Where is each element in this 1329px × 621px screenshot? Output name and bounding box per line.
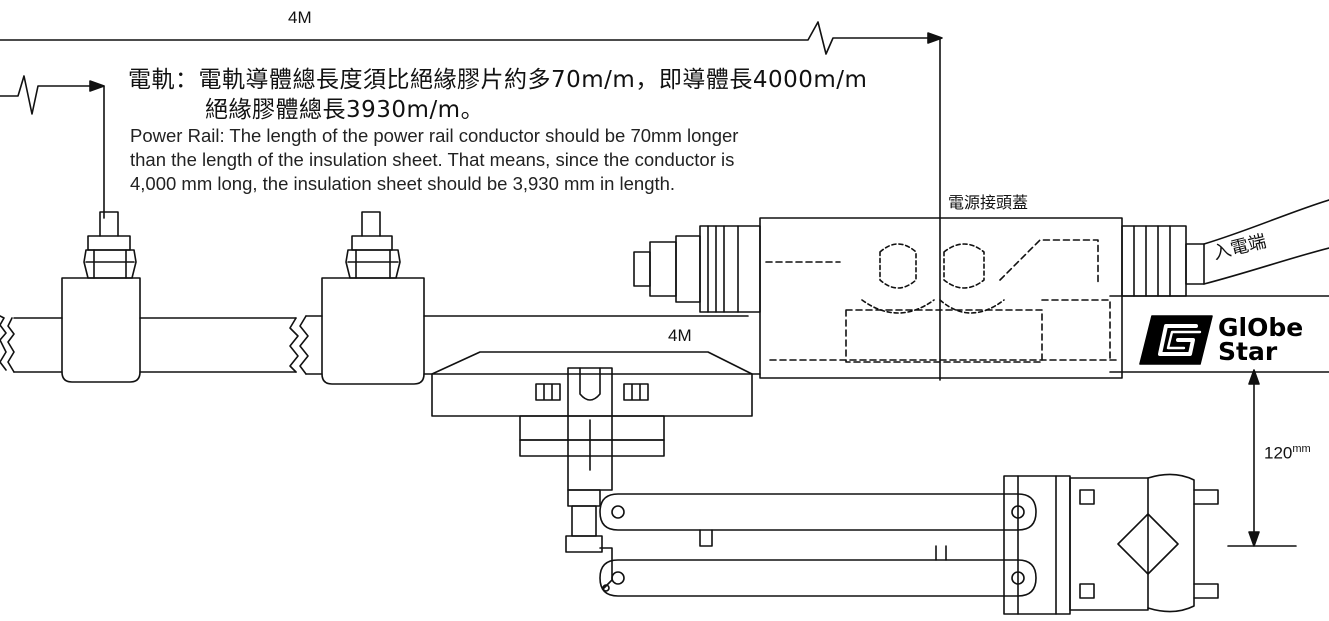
height-label: 120mm bbox=[1264, 443, 1311, 464]
rail-body bbox=[0, 295, 1329, 375]
note-cn-line1: 電軌：電軌導體總長度須比絕緣膠片約多70m/m，即導體長4000m/m bbox=[128, 67, 868, 93]
logo-line2: Star bbox=[1218, 337, 1278, 366]
top-dimension-line bbox=[0, 21, 943, 381]
mounting-bracket bbox=[1003, 473, 1219, 615]
note-en-line2: than the length of the insulation sheet.… bbox=[130, 149, 735, 170]
collector-trolley bbox=[431, 351, 753, 592]
top-length-label: 4M bbox=[288, 8, 312, 27]
note-cn-line2: 絕緣膠體總長3930m/m。 bbox=[205, 97, 485, 123]
logo-line1: GlObe bbox=[1218, 313, 1304, 342]
logo-text: GlObe Star bbox=[1218, 313, 1304, 366]
power-feed-cap bbox=[633, 199, 1329, 379]
note-en-line1: Power Rail: The length of the power rail… bbox=[130, 125, 739, 146]
height-dimension bbox=[1227, 369, 1297, 547]
left-leader-line bbox=[0, 75, 105, 219]
note-en: Power Rail: The length of the power rail… bbox=[130, 124, 930, 196]
note-en-line3: 4,000 mm long, the insulation sheet shou… bbox=[130, 173, 676, 194]
globe-star-logo bbox=[1139, 315, 1213, 365]
power-cap-label: 電源接頭蓋 bbox=[948, 193, 1029, 212]
hanger-clamp-2 bbox=[321, 211, 425, 385]
height-unit: mm bbox=[1292, 443, 1311, 455]
height-value: 120 bbox=[1264, 443, 1293, 463]
mid-length-label: 4M bbox=[668, 326, 692, 345]
hanger-clamp-1 bbox=[61, 211, 141, 383]
collector-arm bbox=[599, 493, 1037, 597]
